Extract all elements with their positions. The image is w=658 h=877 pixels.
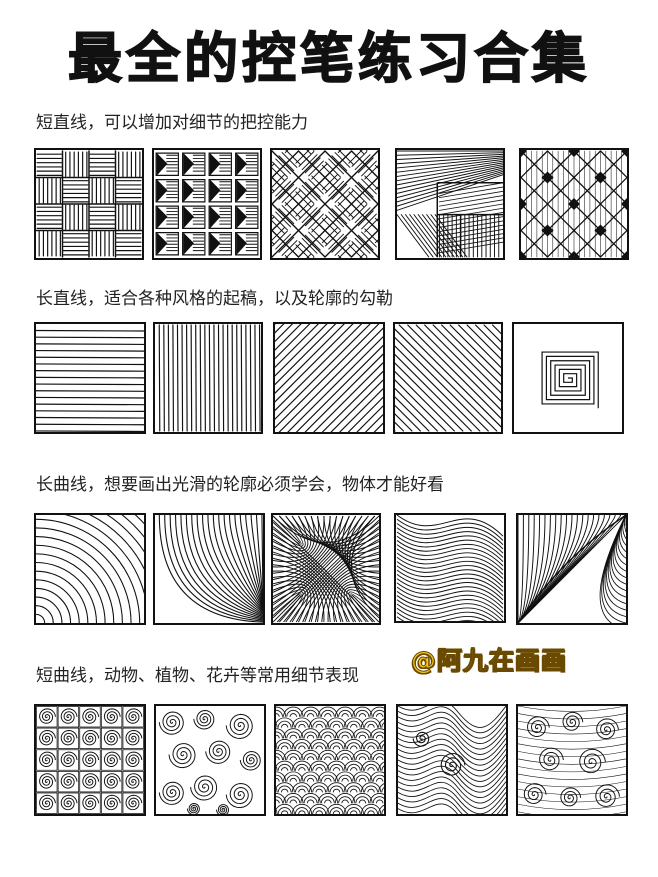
page-title: 最全的控笔练习合集: [67, 26, 590, 91]
tile-horizontal-lines: [34, 322, 146, 434]
tile-vertical-lines: [153, 322, 263, 434]
tile-hourglass-curves: [271, 513, 381, 625]
tile-corner-arcs: [34, 513, 146, 625]
tile-basket-weave: [34, 148, 144, 260]
tile-angled-stripes: [395, 148, 505, 260]
section-caption-long-curve: 长曲线，想要画出光滑的轮廓必须学会，物体才能好看: [36, 475, 444, 495]
tile-scale-pattern: [274, 704, 386, 816]
tile-diagonal-weave: [270, 148, 380, 260]
tile-square-spiral: [512, 322, 624, 434]
section-row-short-curve: [0, 704, 658, 824]
tile-diagonal-lines-up: [273, 322, 385, 434]
tile-swoop-curves: [153, 513, 265, 625]
section-row-long-curve: [0, 513, 658, 633]
tile-fan-curves: [516, 513, 628, 625]
tile-wave-spirals: [516, 704, 628, 816]
watermark: @阿九在画画: [410, 646, 568, 676]
tile-flow-swirls: [396, 704, 508, 816]
section-row-long-straight: [0, 322, 658, 442]
tile-wave-curves: [394, 513, 506, 623]
tile-diagonal-lines-down: [393, 322, 503, 434]
section-caption-short-straight: 短直线，可以增加对细节的把控能力: [36, 113, 308, 133]
section-caption-short-curve: 短曲线，动物、植物、花卉等常用细节表现: [36, 666, 359, 686]
tile-diamond-lattice: [519, 148, 629, 260]
tile-spiral-cluster: [154, 704, 266, 816]
section-caption-long-straight: 长直线，适合各种风格的起稿，以及轮廓的勾勒: [36, 289, 393, 309]
tile-spiral-grid: [34, 704, 146, 816]
tile-block-squares: [152, 148, 262, 260]
section-row-short-straight: [0, 148, 658, 268]
